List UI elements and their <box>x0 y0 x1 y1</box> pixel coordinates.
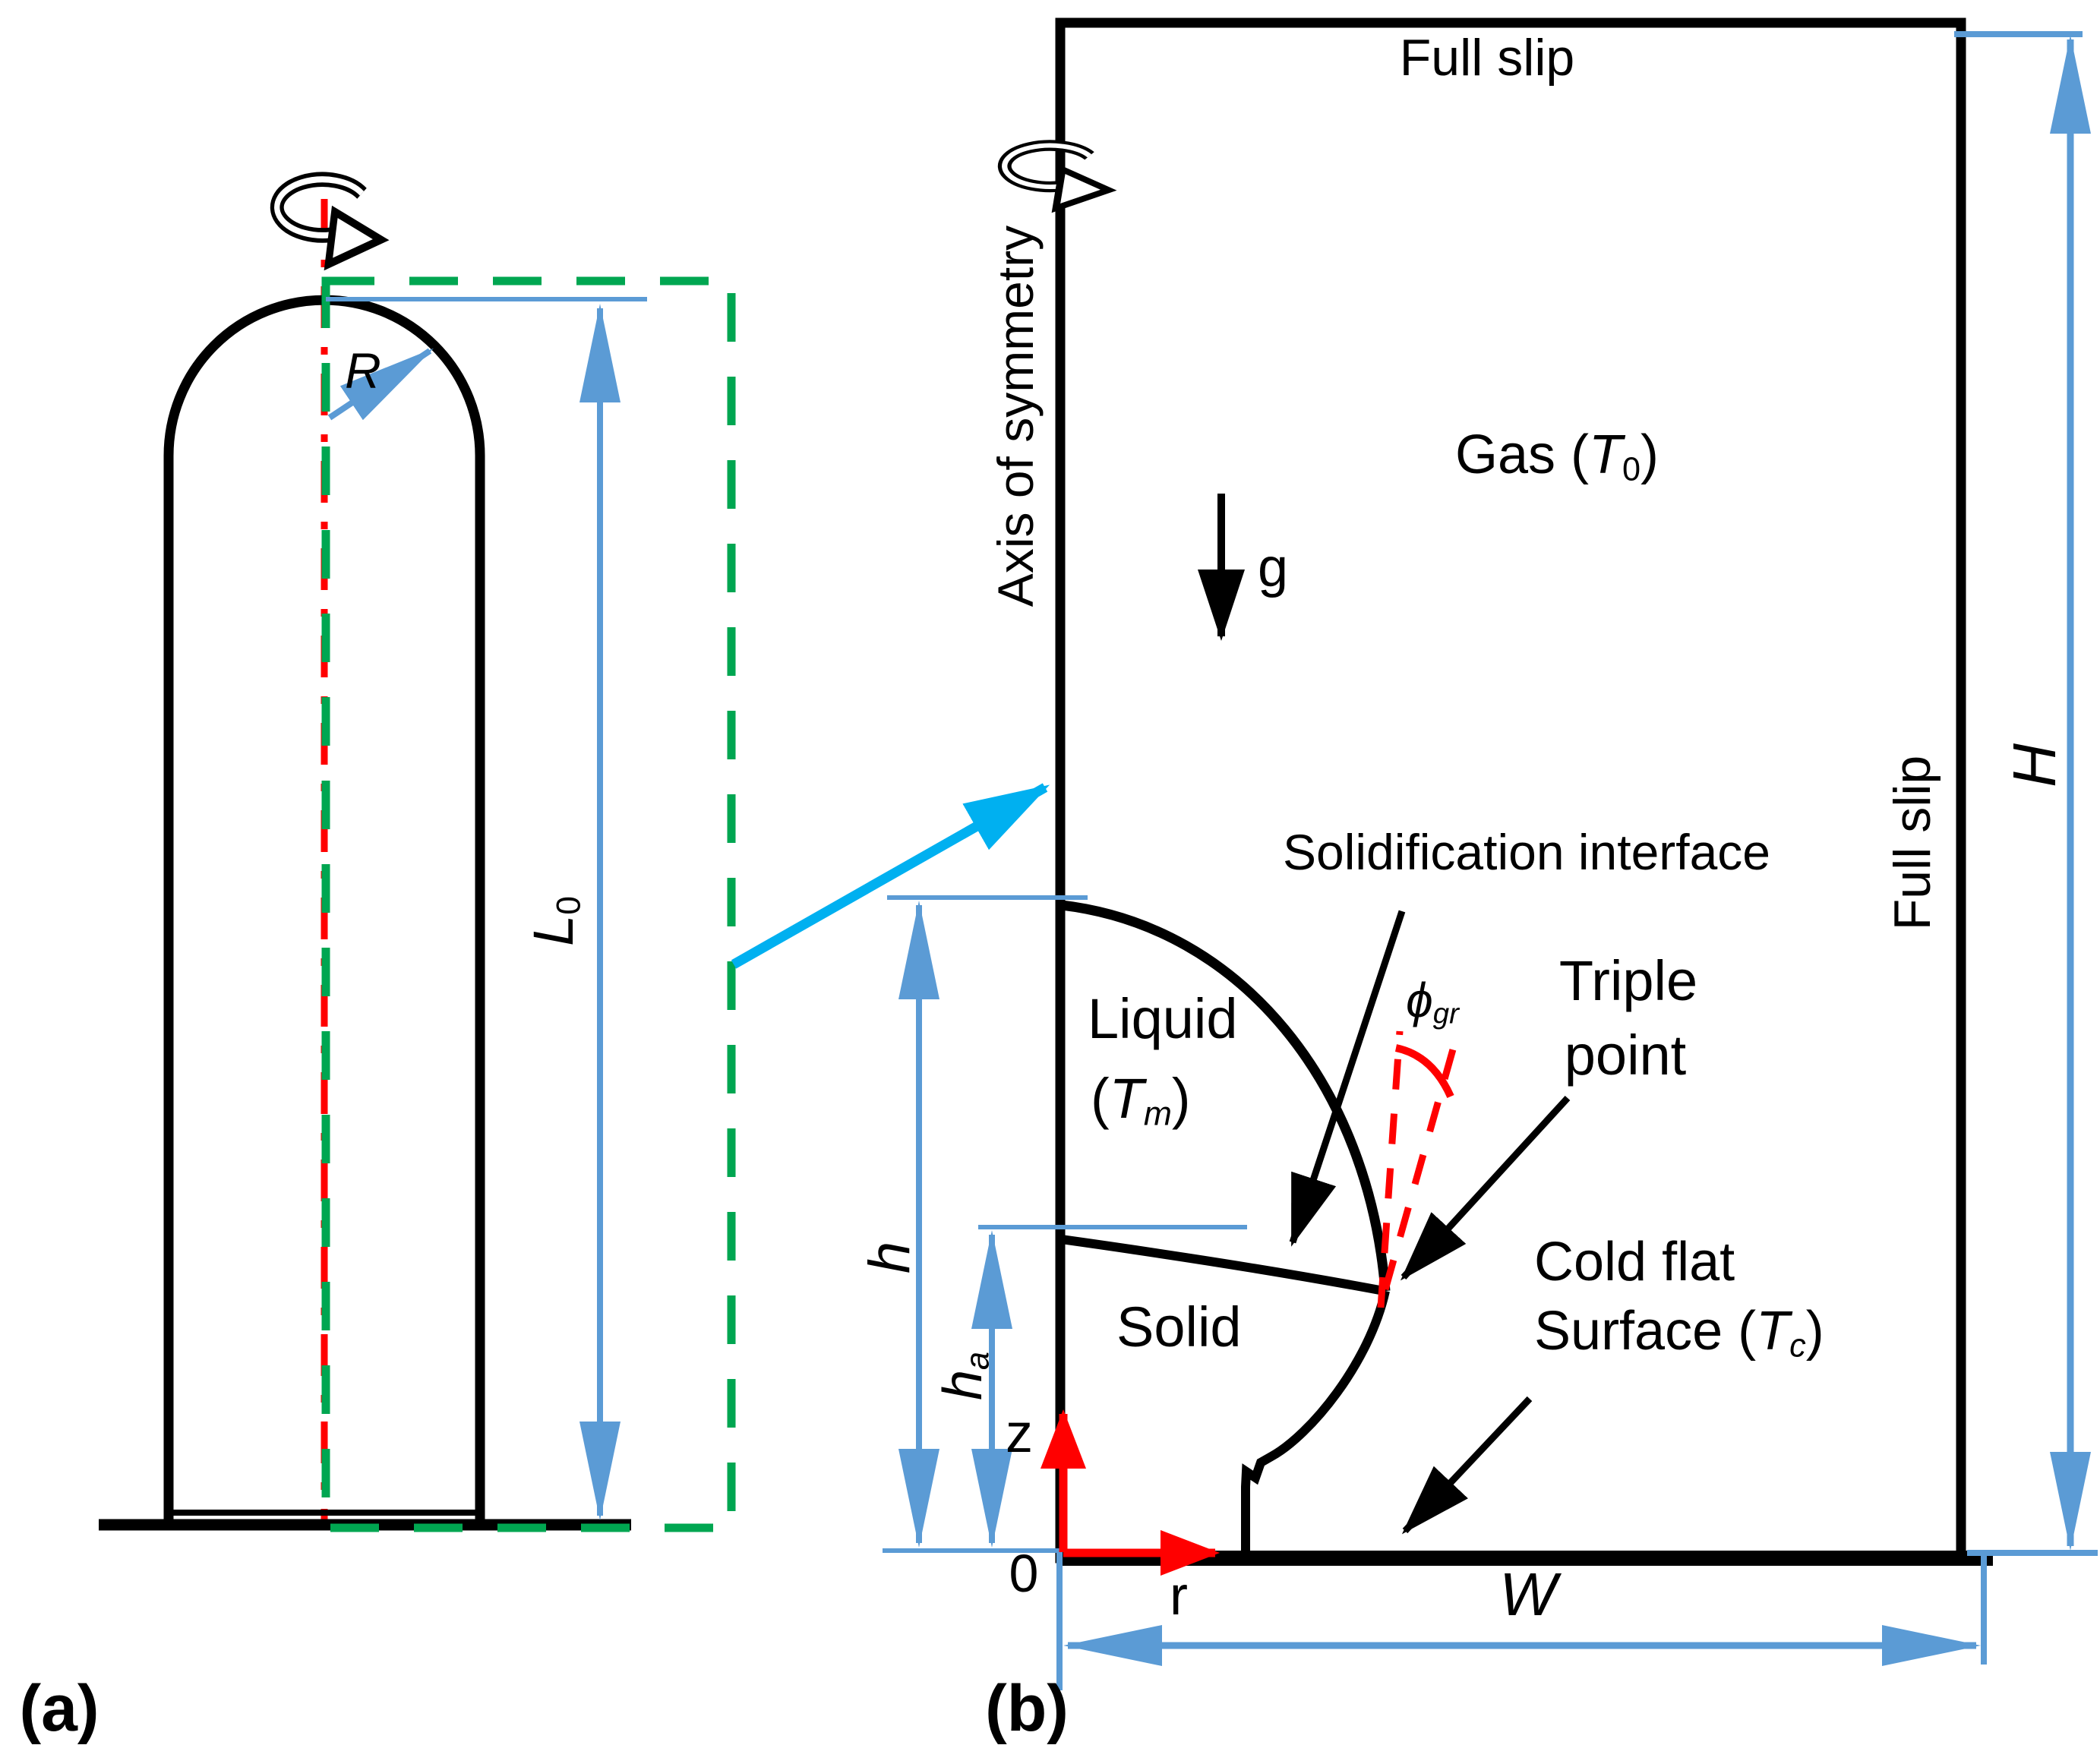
cold-surface-label-line2: Surface (Tc) <box>1534 1304 1824 1363</box>
solid-label: Solid <box>1116 1295 1242 1358</box>
attached-height-sub: a <box>959 1351 996 1370</box>
cold-surface-suffix: ) <box>1805 1301 1824 1362</box>
growth-angle-dash-right <box>1382 1048 1457 1291</box>
liquid-label-prefix: ( <box>1091 1066 1110 1130</box>
triple-point-pointer-arrow <box>1400 1095 1571 1281</box>
liquid-label-suffix: ) <box>1171 1066 1191 1130</box>
length-label-sub: 0 <box>550 896 588 915</box>
panel-b-caption: (b) <box>985 1672 1069 1745</box>
r-axis-label: r <box>1170 1566 1188 1627</box>
triple-point-label-line2: point <box>1564 1024 1687 1087</box>
liquid-label-line2: (Tm) <box>1091 1070 1191 1133</box>
gas-label-symbol: T <box>1589 424 1623 486</box>
zoom-callout-arrow <box>731 783 1050 969</box>
right-boundary-label: Full slip <box>1884 755 1941 931</box>
attached-height-label: ha <box>933 1351 996 1401</box>
axis-of-symmetry-label: Axis of symmetry <box>987 225 1044 607</box>
gravity-label: g <box>1257 538 1289 598</box>
cold-surface-prefix: Surface ( <box>1534 1301 1757 1362</box>
cold-surface-symbol: T <box>1756 1301 1790 1362</box>
origin-label: 0 <box>1009 1544 1039 1603</box>
liquid-label-line1: Liquid <box>1088 987 1238 1050</box>
liquid-solid-interface-curve <box>1060 1235 1385 1295</box>
interface-pointer-arrow <box>1289 910 1406 1247</box>
domain-height-label: H <box>2001 743 2068 787</box>
length-label: L0 <box>522 896 588 946</box>
radius-label: R <box>345 342 381 399</box>
liquid-label-sub: m <box>1143 1095 1172 1133</box>
growth-angle-symbol: ϕ <box>1406 973 1433 1028</box>
z-axis-label: z <box>1006 1403 1033 1464</box>
gas-label-prefix: Gas ( <box>1455 424 1590 486</box>
melt-height-label: h <box>857 1241 922 1274</box>
attached-height-base: h <box>933 1369 994 1401</box>
growth-angle-sub: gr <box>1432 997 1459 1030</box>
length-label-base: L <box>521 914 585 946</box>
solid-gas-boundary-curve <box>1241 1289 1390 1552</box>
rotation-arrow-icon <box>277 179 381 264</box>
cold-surface-label-line1: Cold flat <box>1534 1232 1735 1292</box>
radius-arrow <box>327 348 434 421</box>
growth-angle-dash-left <box>1377 1030 1404 1308</box>
growth-angle-arc <box>1394 1044 1454 1099</box>
gas-label: Gas (T0) <box>1455 428 1659 487</box>
domain-width-label: W <box>1499 1560 1557 1628</box>
growth-angle-label: ϕgr <box>1406 976 1459 1029</box>
top-boundary-label: Full slip <box>1399 29 1575 87</box>
zoom-region-box <box>321 276 736 1532</box>
gas-label-suffix: ) <box>1641 424 1659 486</box>
triple-point-label-line1: Triple <box>1558 949 1698 1012</box>
panel-a-caption: (a) <box>19 1672 99 1745</box>
cold-surface-sub: c <box>1789 1327 1806 1365</box>
liquid-label-symbol: T <box>1109 1066 1144 1130</box>
gas-label-sub: 0 <box>1622 451 1641 488</box>
gas-liquid-interface-curve <box>1061 900 1391 1292</box>
solidification-interface-label: Solidification interface <box>1282 824 1771 880</box>
cold-surface-pointer-arrow <box>1401 1396 1533 1535</box>
